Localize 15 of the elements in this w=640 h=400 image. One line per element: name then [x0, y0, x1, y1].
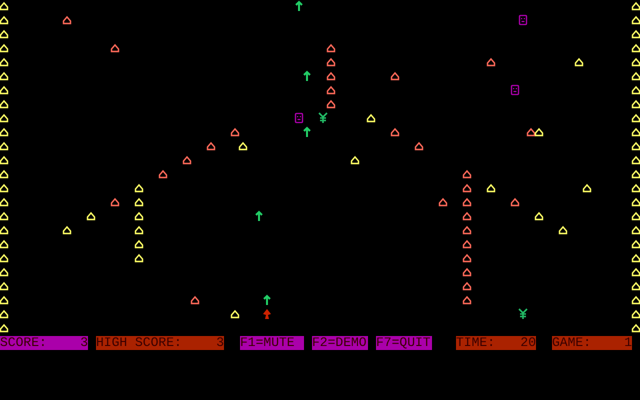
- field-label: GAME:: [552, 336, 592, 350]
- field-value: 3: [80, 336, 88, 350]
- field-label: F7=QUIT: [376, 336, 431, 350]
- field-label: TIME:: [456, 336, 496, 350]
- field-label: F1=MUTE: [240, 336, 295, 350]
- field-value: 3: [216, 336, 224, 350]
- status-field: [96, 336, 224, 350]
- field-label: F2=DEMO: [312, 336, 367, 350]
- status-field: [456, 336, 536, 350]
- status-field: [0, 336, 88, 350]
- field-value: 1: [624, 336, 632, 350]
- field-label: HIGH SCORE:: [96, 336, 182, 350]
- field-value: 20: [520, 336, 536, 350]
- status-field: [552, 336, 632, 350]
- field-label: SCORE:: [0, 336, 47, 350]
